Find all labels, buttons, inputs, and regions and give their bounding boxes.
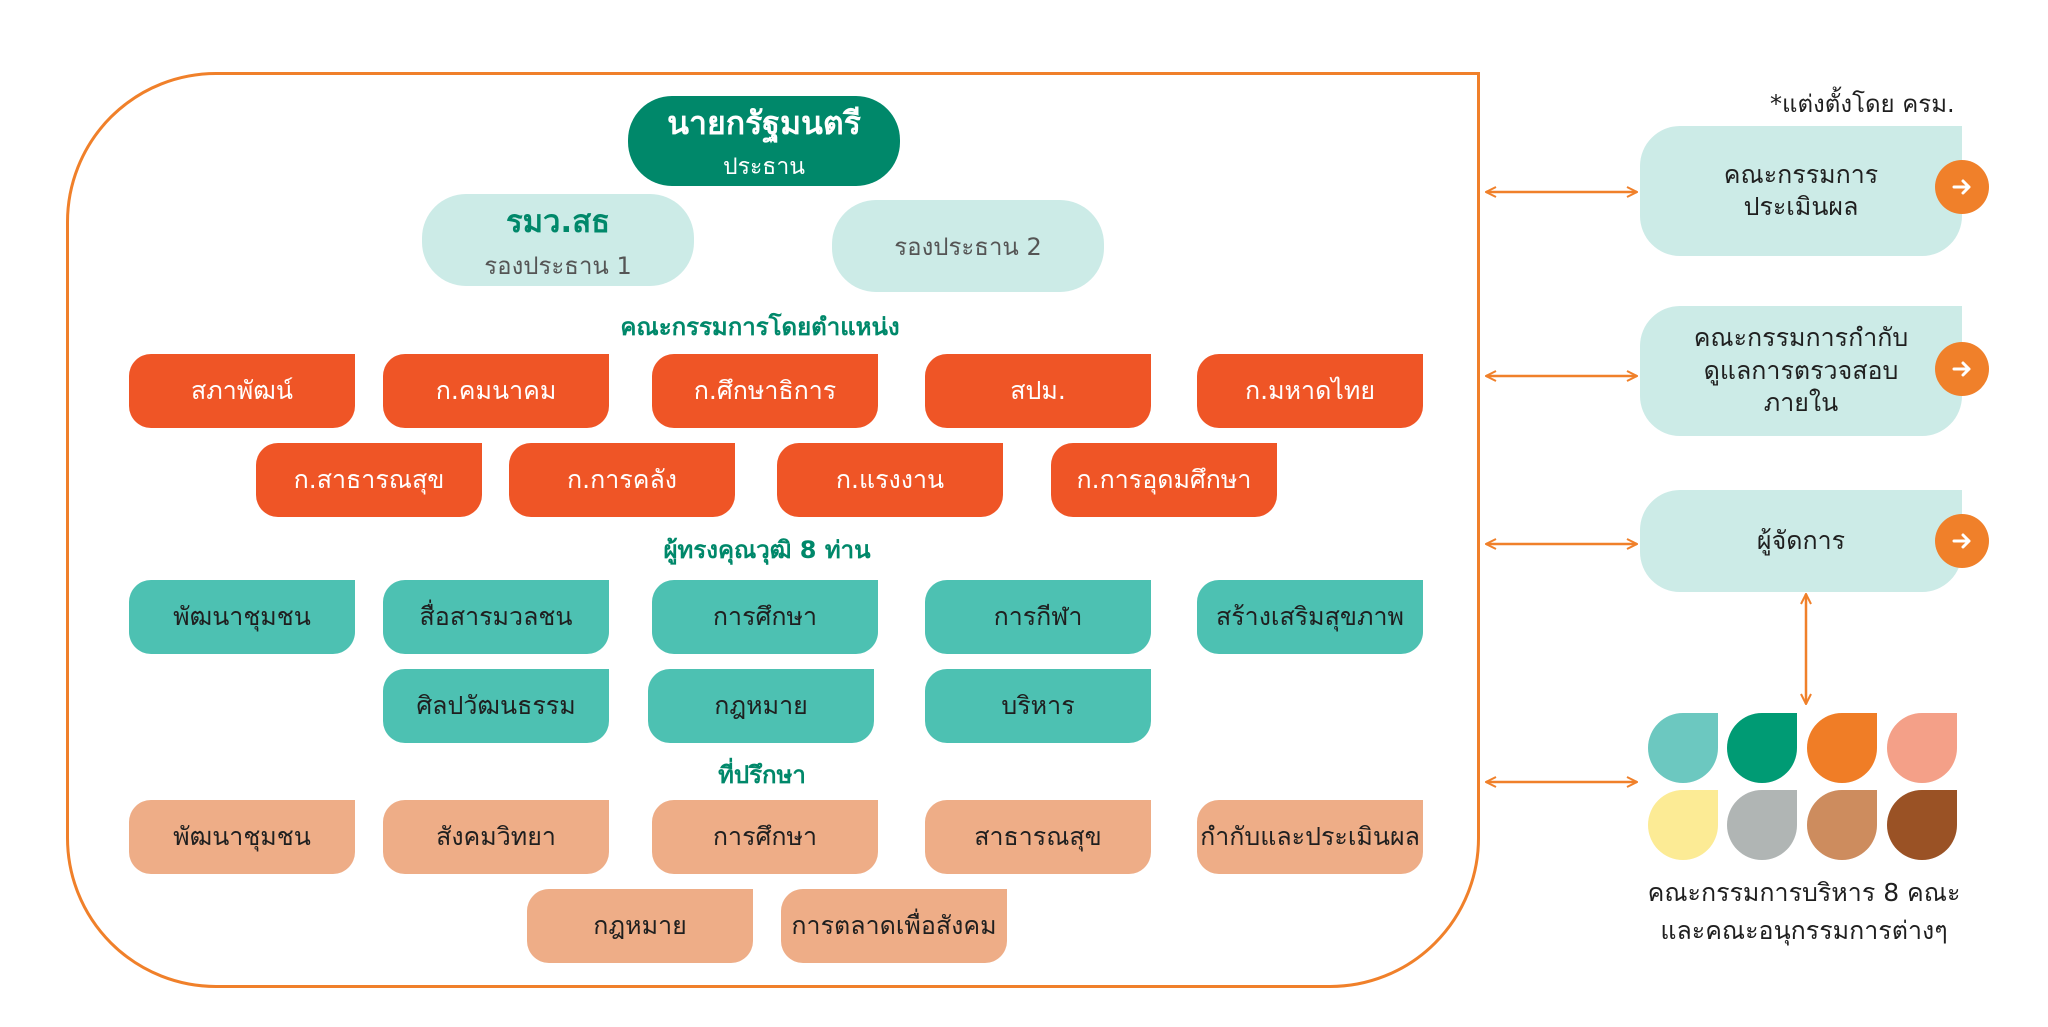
advisor-box: กำกับและประเมินผล — [1197, 800, 1423, 874]
ex-officio-box: ก.การคลัง — [509, 443, 735, 517]
management-caption: คณะกรรมการบริหาร 8 คณะ และคณะอนุกรรมการต… — [1647, 878, 1961, 945]
ex-officio-box: ก.สาธารณสุข — [256, 443, 482, 517]
expert-box: บริหาร — [925, 669, 1151, 743]
audit-committee-box: คณะกรรมการกำกับ ดูแลการตรวจสอบ ภายใน — [1640, 306, 1962, 436]
advisor-box: การตลาดเพื่อสังคม — [781, 889, 1007, 963]
expert-box: พัฒนาชุมชน — [129, 580, 355, 654]
ex-officio-heading: คณะกรรมการโดยตำแหน่ง — [620, 313, 900, 341]
advisor-box: สังคมวิทยา — [383, 800, 609, 874]
expert-box: การกีฬา — [925, 580, 1151, 654]
appointed-note: *แต่งตั้งโดย ครม. — [1770, 90, 1955, 118]
audit-committee-label: คณะกรรมการกำกับ ดูแลการตรวจสอบ ภายใน — [1693, 323, 1909, 418]
ex-officio-box: ก.มหาดไทย — [1197, 354, 1423, 428]
experts-heading: ผู้ทรงคุณวุฒิ 8 ท่าน — [663, 536, 871, 564]
manager-label: ผู้จัดการ — [1756, 525, 1846, 555]
vice-chair-1-pill: รมว.สธ รองประธาน 1 — [422, 194, 694, 286]
petal-icon — [1648, 713, 1718, 783]
evaluation-committee-label: คณะกรรมการ ประเมินผล — [1723, 159, 1879, 222]
advisor-box: การศึกษา — [652, 800, 878, 874]
ex-officio-box: ก.คมนาคม — [383, 354, 609, 428]
petal-icon — [1887, 790, 1957, 860]
vice-chair-1-role: รองประธาน 1 — [484, 251, 632, 280]
board-frame — [66, 72, 1480, 988]
advisor-box: พัฒนาชุมชน — [129, 800, 355, 874]
petal-icon — [1887, 713, 1957, 783]
expert-box: สื่อสารมวลชน — [383, 580, 609, 654]
chairman-pill: นายกรัฐมนตรี ประธาน — [628, 96, 900, 186]
vice-chair-2-pill: รองประธาน 2 — [832, 200, 1104, 292]
chairman-title: นายกรัฐมนตรี — [667, 103, 861, 142]
petal-icon — [1807, 790, 1877, 860]
expert-box: กฎหมาย — [648, 669, 874, 743]
vice-chair-2-role: รองประธาน 2 — [894, 232, 1042, 261]
advisors-heading: ที่ปรึกษา — [718, 761, 806, 789]
manager-arrow-icon — [1935, 514, 1989, 568]
audit-arrow-icon — [1935, 342, 1989, 396]
petal-icon — [1807, 713, 1877, 783]
evaluation-arrow-icon — [1935, 160, 1989, 214]
expert-box: สร้างเสริมสุขภาพ — [1197, 580, 1423, 654]
ex-officio-box: ก.แรงงาน — [777, 443, 1003, 517]
ex-officio-box: สปม. — [925, 354, 1151, 428]
advisor-box: กฎหมาย — [527, 889, 753, 963]
vice-chair-1-title: รมว.สธ — [505, 203, 611, 240]
petal-icon — [1727, 790, 1797, 860]
advisor-box: สาธารณสุข — [925, 800, 1151, 874]
ex-officio-box: สภาพัฒน์ — [129, 354, 355, 428]
chairman-role: ประธาน — [723, 153, 805, 180]
petal-icon — [1648, 790, 1718, 860]
petal-icon — [1727, 713, 1797, 783]
expert-box: การศึกษา — [652, 580, 878, 654]
manager-box: ผู้จัดการ — [1640, 490, 1962, 592]
expert-box: ศิลปวัฒนธรรม — [383, 669, 609, 743]
ex-officio-box: ก.ศึกษาธิการ — [652, 354, 878, 428]
ex-officio-box: ก.การอุดมศึกษา — [1051, 443, 1277, 517]
evaluation-committee-box: คณะกรรมการ ประเมินผล — [1640, 126, 1962, 256]
